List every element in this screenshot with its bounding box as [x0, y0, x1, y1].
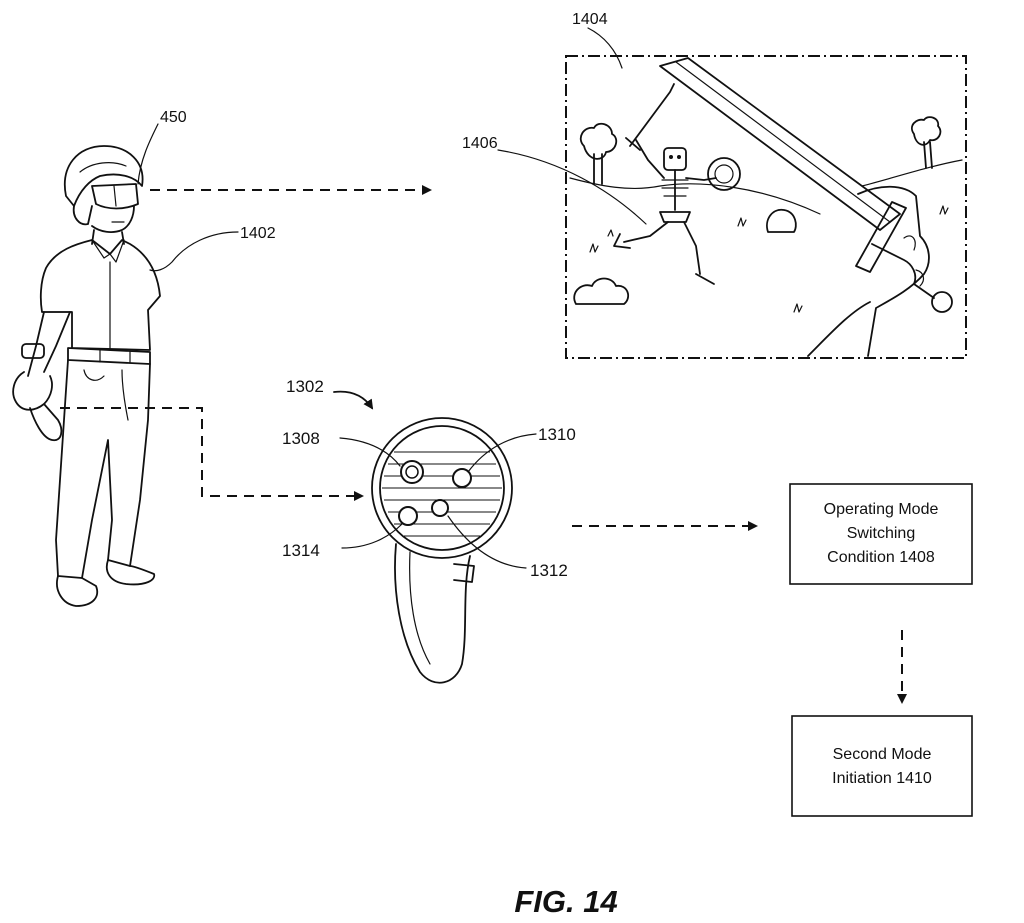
switching-condition-box: Operating Mode Switching Condition 1408 — [790, 484, 972, 584]
sword-icon — [626, 84, 674, 150]
second-mode-line-2: Initiation 1410 — [832, 770, 932, 787]
label-450: 450 — [160, 109, 187, 126]
shield-icon — [708, 158, 740, 190]
second-mode-box: Second Mode Initiation 1410 — [792, 716, 972, 816]
rock-icon — [767, 210, 796, 232]
label-1310: 1310 — [538, 425, 576, 444]
figure-caption: FIG. 14 — [514, 884, 617, 919]
switching-condition-line-3: Condition 1408 — [827, 549, 935, 566]
second-mode-line-1: Second Mode — [833, 746, 932, 763]
label-1312: 1312 — [530, 561, 568, 580]
tree-icon — [912, 117, 941, 168]
bush-icon — [574, 279, 628, 305]
user-figure — [13, 146, 160, 606]
switching-condition-line-2: Switching — [847, 525, 915, 542]
button-1312 — [432, 500, 448, 516]
label-1404: 1404 — [572, 11, 608, 28]
label-1402: 1402 — [240, 225, 276, 242]
skeleton-enemy — [614, 140, 716, 284]
player-sword-icon — [660, 58, 952, 312]
tree-icon — [581, 124, 617, 184]
label-1302: 1302 — [286, 377, 324, 396]
label-1406: 1406 — [462, 135, 498, 152]
label-1308: 1308 — [282, 429, 320, 448]
button-1314 — [399, 507, 417, 525]
label-1314: 1314 — [282, 541, 320, 560]
switching-condition-line-1: Operating Mode — [824, 501, 939, 518]
